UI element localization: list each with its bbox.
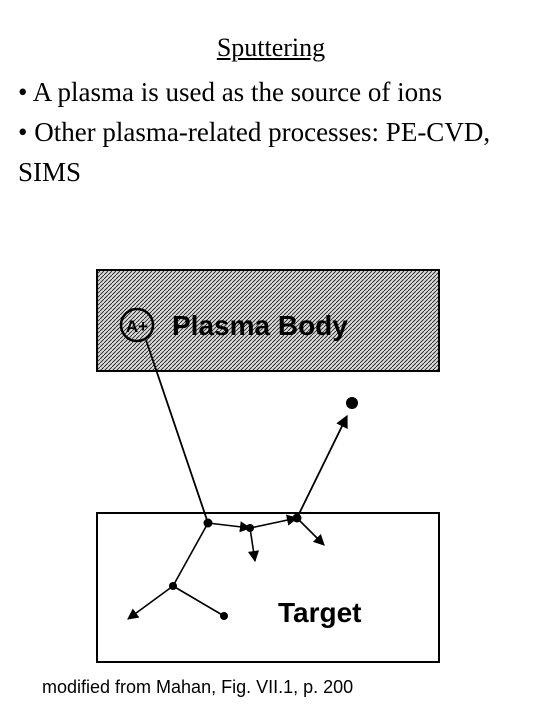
bullet-plasma-source: • A plasma is used as the source of ions: [18, 77, 443, 107]
cascade-path: [172, 585, 225, 617]
bullet-list: • A plasma is used as the source of ions…: [18, 72, 523, 192]
cascade-path: [296, 517, 325, 546]
cascade-path: [207, 521, 252, 533]
collision-dot: [203, 518, 213, 528]
ion-trajectory: [145, 339, 209, 524]
cascade-path: [172, 522, 209, 587]
collision-dot: [292, 513, 302, 523]
cascade-path: [127, 585, 174, 620]
ion-label: A+: [126, 317, 148, 336]
collision-dot: [220, 612, 228, 620]
target-label: Target: [278, 597, 362, 628]
sputtering-diagram: A+ Plasma Body Target: [96, 269, 440, 663]
bullet-other-processes: • Other plasma-related processes: PE-CVD…: [18, 117, 491, 187]
collision-dot: [169, 582, 177, 590]
target-box: [96, 512, 440, 663]
collision-dot: [246, 524, 254, 532]
plasma-body-box: [96, 269, 440, 372]
figure-caption: modified from Mahan, Fig. VII.1, p. 200: [42, 677, 354, 697]
sputtered-atom: [346, 397, 358, 409]
plasma-body-label: Plasma Body: [172, 310, 348, 341]
cascade-path: [249, 514, 299, 529]
sputtered-atom-path: [296, 414, 348, 519]
ion-circle: [119, 307, 155, 343]
cascade-path: [247, 527, 260, 563]
slide-title: Sputtering: [216, 33, 326, 62]
